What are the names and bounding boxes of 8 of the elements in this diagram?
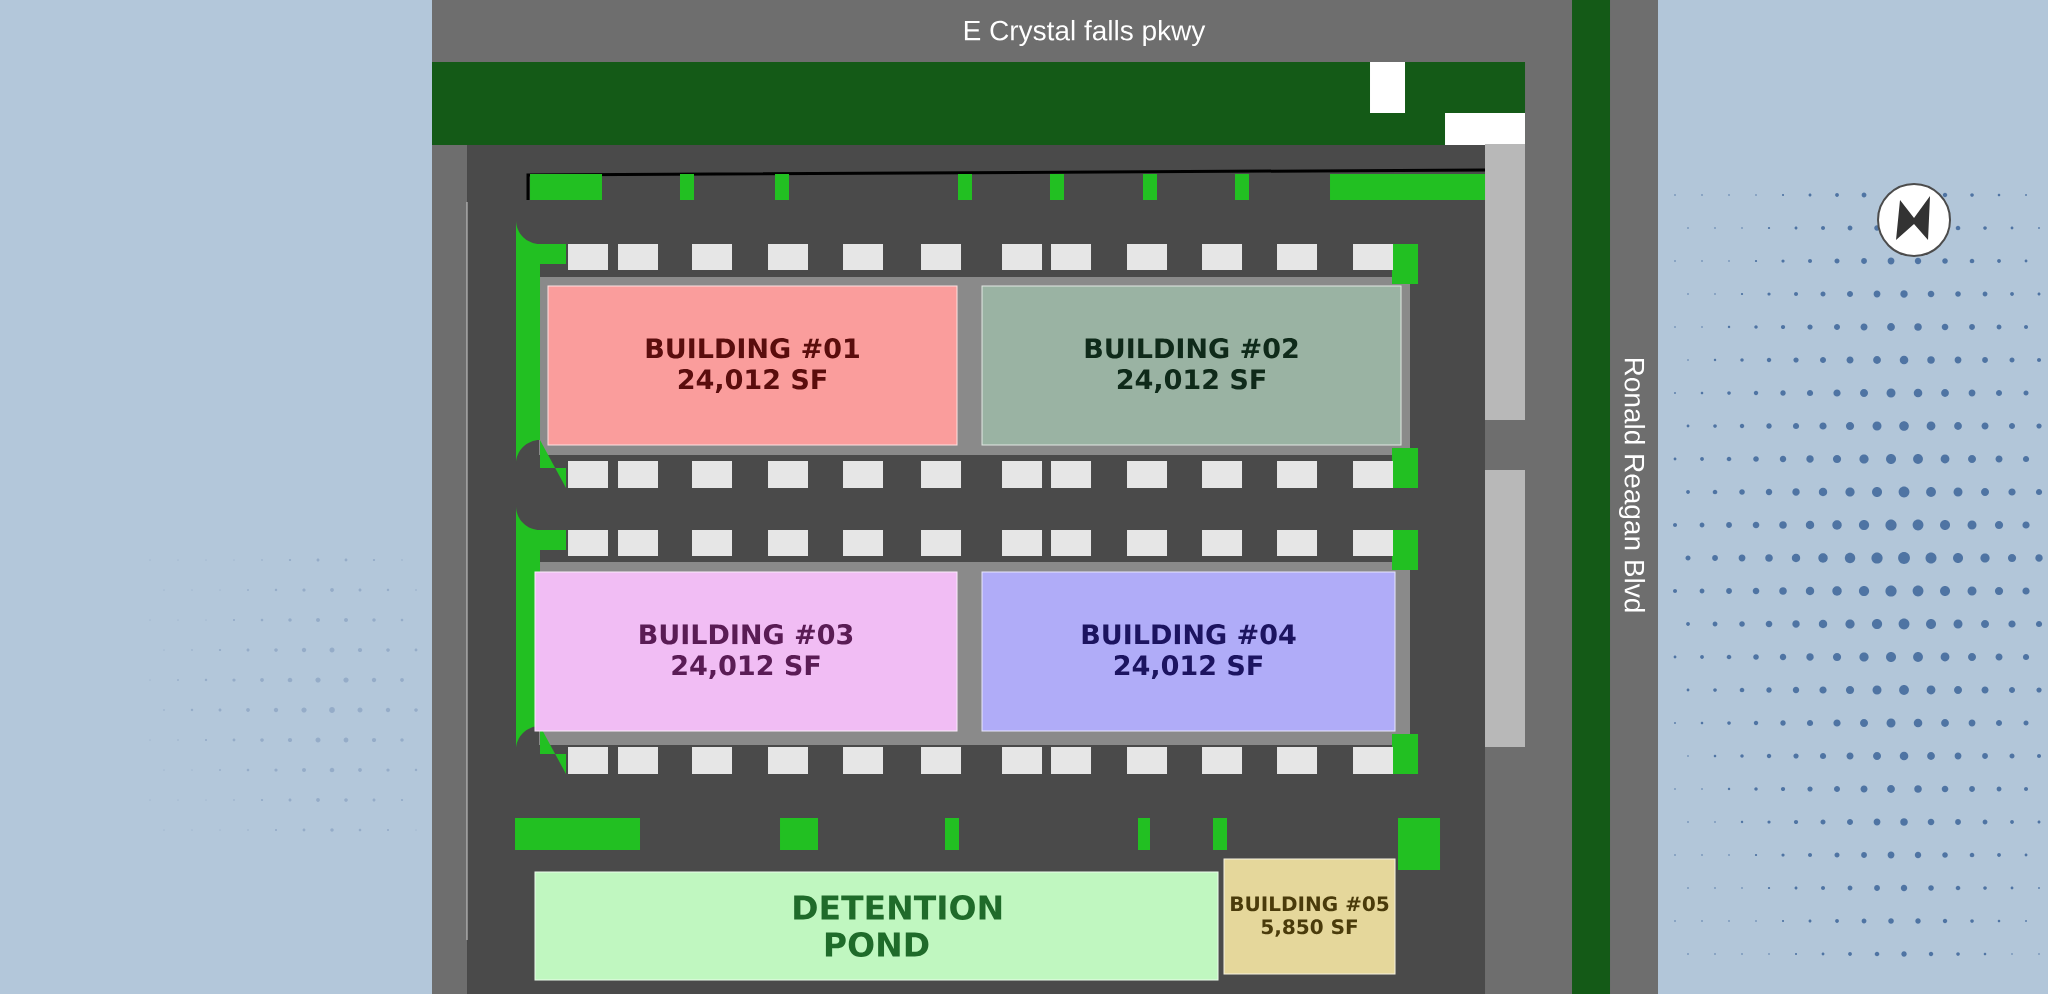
- building-footprint: BUILDING #04 24,012 SF: [981, 571, 1396, 732]
- building-footprint: BUILDING #03 24,012 SF: [534, 571, 958, 732]
- road-label: E Crystal falls pkwy: [964, 19, 1206, 47]
- road-label: Ronald Reagan Blvd: [1619, 358, 1646, 612]
- building-footprint: BUILDING #02 24,012 SF: [981, 285, 1402, 446]
- building-footprint: BUILDING #01 24,012 SF: [547, 285, 958, 446]
- pond-area: DETENTION POND: [534, 871, 1219, 981]
- building-footprint: BUILDING #05 5,850 SF: [1223, 858, 1396, 975]
